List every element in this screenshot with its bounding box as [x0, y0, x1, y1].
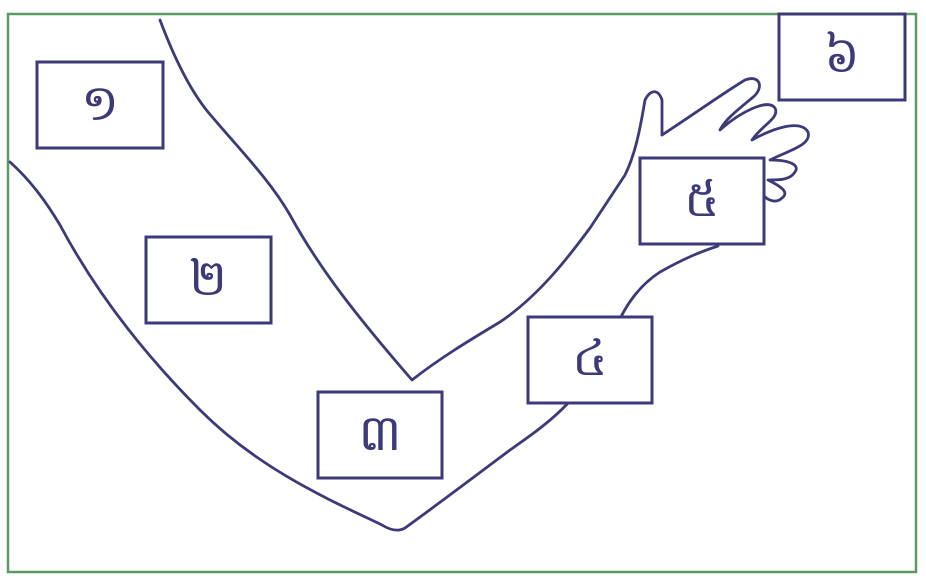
label-box-6: ៦ — [779, 14, 905, 100]
label-box-1: ១ — [37, 62, 163, 148]
label-box-4: ៤ — [528, 317, 652, 403]
label-box-3: ៣ — [318, 392, 442, 478]
label-text-3: ៣ — [359, 404, 402, 462]
label-box-2: ២ — [146, 237, 271, 323]
label-text-4: ៤ — [572, 329, 607, 387]
label-text-2: ២ — [189, 249, 227, 307]
label-box-5: ៥ — [640, 158, 764, 244]
label-text-1: ១ — [81, 74, 119, 132]
label-text-5: ៥ — [684, 170, 719, 228]
label-text-6: ៦ — [824, 26, 859, 84]
